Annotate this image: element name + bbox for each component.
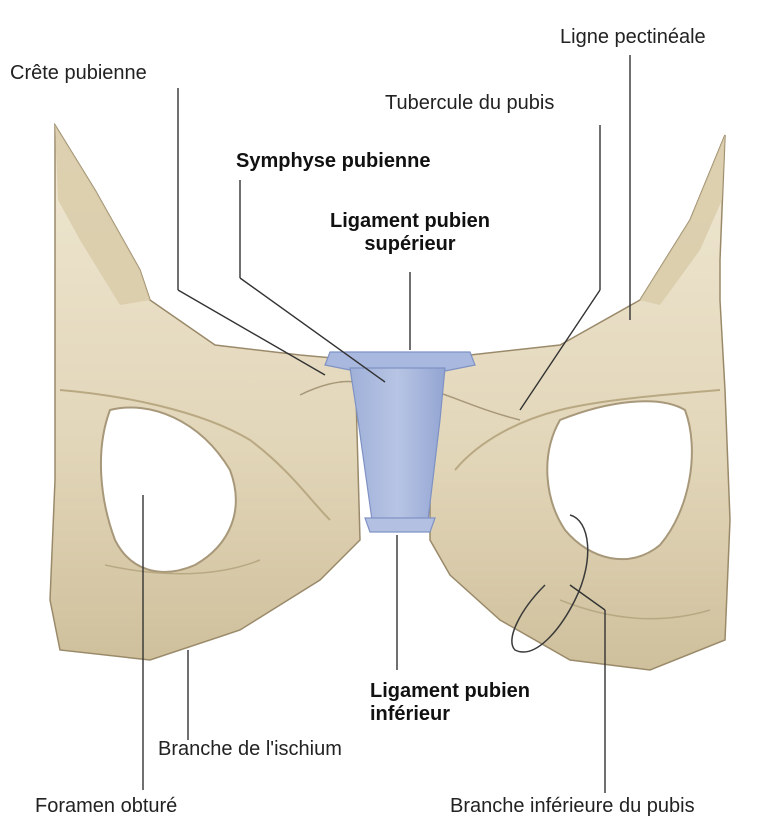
label-ligament-inferieur: Ligament pubien inférieur xyxy=(370,680,530,726)
label-ligament-inferieur-line1: Ligament pubien xyxy=(370,680,530,703)
label-symphyse-pubienne: Symphyse pubienne xyxy=(236,150,431,173)
inferior-pubic-ligament xyxy=(365,518,435,532)
label-ligament-superieur-line2: supérieur xyxy=(310,233,510,256)
label-ligne-pectineale: Ligne pectinéale xyxy=(560,26,706,49)
label-ligament-superieur-line1: Ligament pubien xyxy=(310,210,510,233)
label-foramen-obture: Foramen obturé xyxy=(35,795,177,818)
label-ligament-inferieur-line2: inférieur xyxy=(370,703,530,726)
label-branche-inferieure-pubis: Branche inférieure du pubis xyxy=(450,795,695,818)
label-tubercule-pubis: Tubercule du pubis xyxy=(385,92,554,115)
pubic-symphysis-disc xyxy=(350,368,445,520)
label-ligament-superieur: Ligament pubien supérieur xyxy=(310,210,510,256)
label-branche-ischium: Branche de l'ischium xyxy=(158,738,342,761)
label-crete-pubienne: Crête pubienne xyxy=(10,62,147,85)
